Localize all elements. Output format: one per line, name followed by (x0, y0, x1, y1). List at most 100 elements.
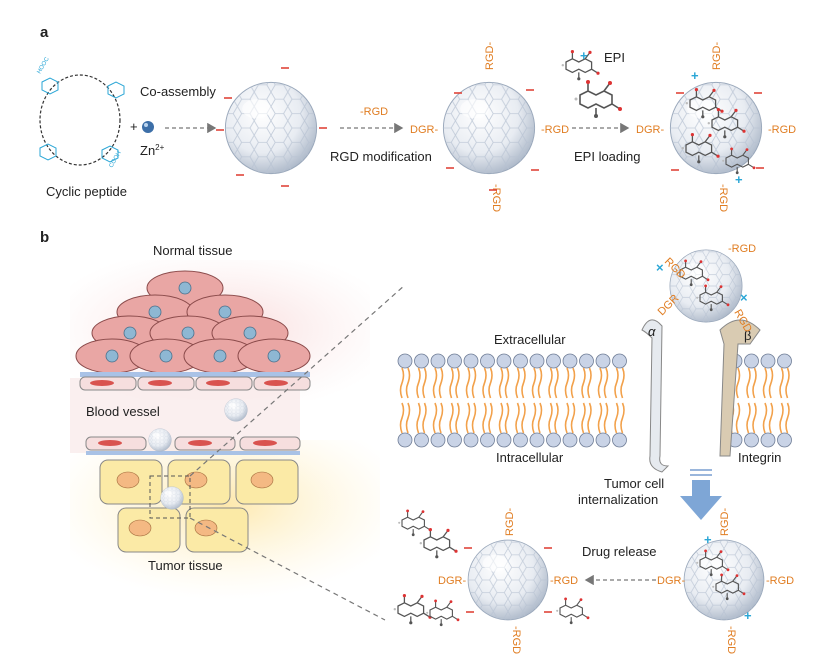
integrin-alpha-subunit (641, 319, 670, 473)
sphere-2-rgd-right: -RGD (541, 124, 569, 136)
lipid-head (546, 353, 561, 369)
endothelial-cells-top (79, 376, 311, 391)
lipid-head (595, 432, 611, 448)
lipid-tail (405, 367, 411, 399)
internalization-label: internalization (578, 492, 658, 507)
integrin-alpha-label: α (648, 324, 656, 339)
lipid-tail (504, 367, 510, 399)
nanoparticle-sphere-2 (442, 81, 536, 175)
lipid-tail (465, 367, 471, 399)
lipid-head (529, 353, 545, 369)
empty-rgd-bottom: -RGD (510, 626, 522, 654)
lipid-head (760, 432, 776, 448)
internalized-rgd-bottom: -RGD (725, 626, 737, 654)
internalized-dgr-left: DGR- (657, 575, 685, 587)
bound-plus-2: × (740, 290, 748, 305)
lipid-head (777, 353, 792, 369)
endothelial-cells-bottom (85, 436, 301, 451)
tumor-accumulated-nanoparticle (160, 486, 184, 510)
rgd-modification-tag: -RGD (360, 106, 388, 118)
lipid-head (463, 353, 479, 369)
lipid-head (513, 353, 528, 369)
lipid-tail (570, 402, 576, 434)
epi-loading-label: EPI loading (574, 149, 641, 164)
lipid-tail (432, 402, 438, 434)
lipid-head (562, 432, 578, 448)
lipid-tail (746, 402, 751, 434)
lipid-head (397, 353, 413, 369)
internalized-rgd-right: -RGD (766, 575, 794, 587)
lipid-tail (785, 367, 790, 399)
panel-b-label: b (40, 229, 49, 246)
lipid-head (513, 432, 528, 448)
lipid-head (579, 353, 594, 369)
zn-label: Zn2+ (140, 143, 165, 158)
lipid-tail (762, 367, 768, 399)
lipid-tail (455, 402, 460, 434)
zoom-line-lower (189, 517, 386, 621)
empty-nanoparticle (467, 539, 549, 621)
lipid-head (447, 353, 462, 369)
lipid-tail (521, 367, 526, 399)
lipid-tail (614, 367, 619, 399)
lipid-tail (779, 402, 784, 434)
co-assembly-label: Co-assembly (140, 84, 216, 99)
sphere-3-plus-top: + (691, 68, 699, 83)
tumor-cell-label: Tumor cell (604, 476, 664, 491)
lipid-head (777, 432, 792, 448)
lipid-tail (597, 367, 603, 399)
lipid-tail (587, 402, 592, 434)
sphere-2-rgd-bottom: -RGD (490, 184, 502, 212)
lipid-tail (465, 402, 471, 434)
lipid-tail (587, 367, 592, 399)
zoom-line-upper (189, 284, 406, 477)
lipid-tail (752, 367, 757, 399)
lipid-tail (432, 367, 438, 399)
lipid-head (447, 432, 462, 448)
extracellular-label: Extracellular (494, 332, 566, 347)
lipid-tail (548, 402, 553, 434)
lipid-head (496, 353, 512, 369)
lipid-tail (620, 367, 625, 399)
epi-cation-plus: + (580, 48, 588, 63)
lipid-bilayer (397, 353, 792, 448)
lipid-head (744, 353, 759, 369)
tumor-tissue-label: Tumor tissue (148, 558, 223, 573)
sphere-3-rgd-right: -RGD (768, 124, 796, 136)
integrin-beta-subunit (719, 319, 761, 457)
basement-membrane-bottom (86, 451, 300, 455)
lipid-tail (498, 402, 504, 434)
lipid-tail (597, 402, 603, 434)
lipid-head (612, 353, 627, 369)
lipid-tail (735, 367, 741, 399)
lipid-head (397, 432, 413, 448)
basement-membrane-top (80, 372, 310, 377)
integrin-label: Integrin (738, 450, 781, 465)
peptide-cooh-label: COOH (109, 150, 123, 169)
cyclic-peptide-label: Cyclic peptide (46, 184, 127, 199)
lipid-head (414, 432, 429, 448)
lipid-tail (422, 402, 427, 434)
sphere-3-plus-bottom: + (735, 172, 743, 187)
sphere-2-dgr-left: DGR- (410, 124, 438, 136)
blood-vessel-label: Blood vessel (86, 404, 160, 419)
lipid-tail (471, 367, 477, 399)
cyclic-peptide-structure: HOOC COOH (37, 56, 125, 169)
lipid-tail (488, 402, 493, 434)
sphere-3-dgr-left: DGR- (636, 124, 664, 136)
bound-plus: × (656, 260, 664, 275)
lipid-tail (554, 367, 559, 399)
tumor-cell-nuclei (116, 471, 274, 537)
drug-release-label: Drug release (582, 544, 656, 559)
lipid-tail (581, 402, 586, 434)
lipid-tail (537, 402, 543, 434)
sphere-2-rgd-top: RGD- (484, 42, 496, 70)
lipid-tail (482, 402, 487, 434)
lipid-head (496, 432, 512, 448)
lipid-tail (614, 402, 619, 434)
normal-tissue-label: Normal tissue (153, 243, 232, 258)
lipid-tail (570, 367, 576, 399)
lipid-tail (581, 367, 586, 399)
sphere-3-rgd-top: RGD- (711, 42, 723, 70)
lipid-tail (548, 367, 553, 399)
